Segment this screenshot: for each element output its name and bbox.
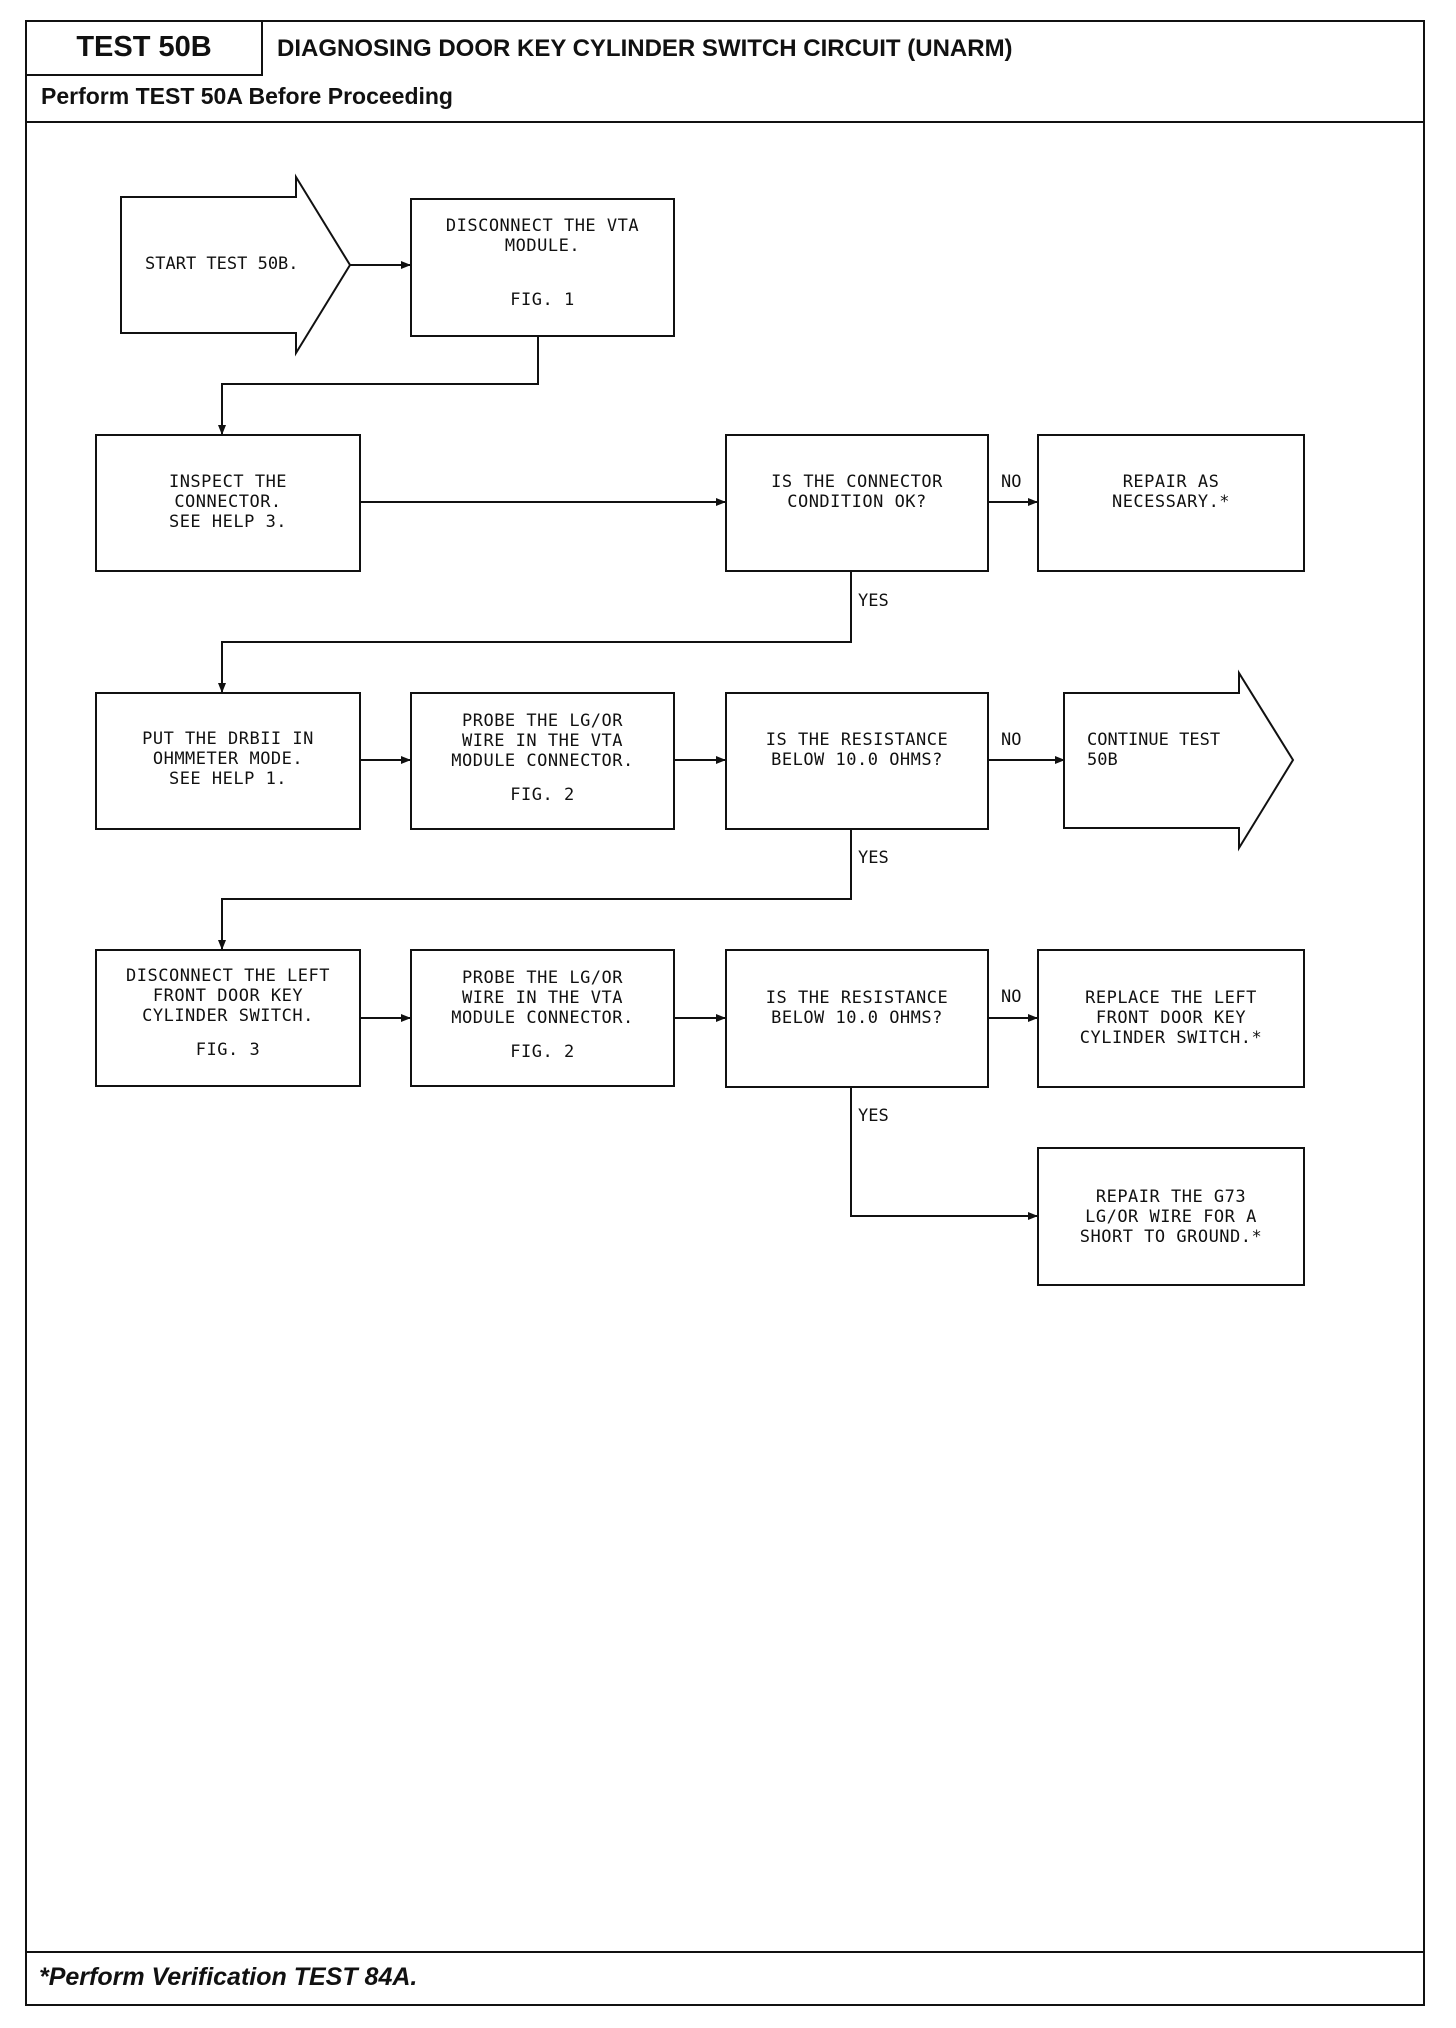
inspect-connector-text: INSPECT THE CONNECTOR. SEE HELP 3. (168, 472, 288, 532)
connector-ok-text: IS THE CONNECTOR CONDITION OK? (771, 472, 943, 512)
diagnostic-sheet: TEST 50B DIAGNOSING DOOR KEY CYLINDER SW… (25, 20, 1425, 2006)
footer-note: *Perform Verification TEST 84A. (39, 1963, 418, 1991)
disconnect-vta-box: DISCONNECT THE VTA MODULE. FIG. 1 (410, 198, 675, 337)
probe-wire-text-2: PROBE THE LG/OR WIRE IN THE VTA MODULE C… (451, 968, 634, 1028)
start-arrow-shape (120, 173, 352, 357)
header: TEST 50B DIAGNOSING DOOR KEY CYLINDER SW… (27, 22, 1423, 123)
disconnect-left-switch-box: DISCONNECT THE LEFT FRONT DOOR KEY CYLIN… (95, 949, 361, 1087)
probe-wire-box-2: PROBE THE LG/OR WIRE IN THE VTA MODULE C… (410, 949, 675, 1087)
continue-arrow-shape (1063, 669, 1295, 852)
disconnect-vta-text: DISCONNECT THE VTA MODULE. (445, 216, 640, 256)
probe-wire-text-1: PROBE THE LG/OR WIRE IN THE VTA MODULE C… (451, 711, 634, 771)
probe-wire-box-1: PROBE THE LG/OR WIRE IN THE VTA MODULE C… (410, 692, 675, 830)
inspect-connector-box: INSPECT THE CONNECTOR. SEE HELP 3. (95, 434, 361, 572)
resistance-question-text-1: IS THE RESISTANCE BELOW 10.0 OHMS? (765, 730, 949, 770)
resistance-question-box-1: IS THE RESISTANCE BELOW 10.0 OHMS? (725, 692, 989, 830)
repair-g73-box: REPAIR THE G73 LG/OR WIRE FOR A SHORT TO… (1037, 1147, 1305, 1286)
resistance-question-box-2: IS THE RESISTANCE BELOW 10.0 OHMS? (725, 949, 989, 1088)
disconnect-left-switch-fig: FIG. 3 (195, 1040, 261, 1060)
test-id-box: TEST 50B (27, 22, 263, 76)
probe-wire-fig-1: FIG. 2 (510, 785, 575, 805)
disconnect-vta-fig: FIG. 1 (510, 290, 575, 310)
page-title: DIAGNOSING DOOR KEY CYLINDER SWITCH CIRC… (277, 35, 1013, 62)
yes-label-2: YES (858, 848, 889, 868)
yes-label-3: YES (858, 1106, 889, 1126)
yes-label-1: YES (858, 591, 889, 611)
disconnect-left-switch-text: DISCONNECT THE LEFT FRONT DOOR KEY CYLIN… (126, 966, 330, 1026)
no-label-1: NO (1001, 472, 1022, 492)
start-test-label: START TEST 50B. (145, 254, 299, 274)
no-label-3: NO (1001, 987, 1022, 1007)
put-drbii-text: PUT THE DRBII IN OHMMETER MODE. SEE HELP… (142, 729, 314, 789)
footer: *Perform Verification TEST 84A. (27, 1951, 1423, 2004)
repair-necessary-box: REPAIR AS NECESSARY.* (1037, 434, 1305, 572)
no-label-2: NO (1001, 730, 1022, 750)
repair-g73-text: REPAIR THE G73 LG/OR WIRE FOR A SHORT TO… (1079, 1187, 1263, 1247)
put-drbii-box: PUT THE DRBII IN OHMMETER MODE. SEE HELP… (95, 692, 361, 830)
connector-disconnect-to-inspect (218, 337, 539, 435)
connector-ok-question-box: IS THE CONNECTOR CONDITION OK? (725, 434, 989, 572)
page-subtitle: Perform TEST 50A Before Proceeding (41, 83, 453, 109)
continue-test-label: CONTINUE TEST 50B (1087, 730, 1221, 770)
resistance-question-text-2: IS THE RESISTANCE BELOW 10.0 OHMS? (765, 988, 949, 1028)
connector-resistance-yes (218, 830, 852, 950)
replace-switch-text: REPLACE THE LEFT FRONT DOOR KEY CYLINDER… (1079, 988, 1263, 1048)
connector-resistance2-yes (850, 1088, 1038, 1220)
probe-wire-fig-2: FIG. 2 (510, 1042, 575, 1062)
connector-question-yes (218, 572, 852, 693)
repair-necessary-text: REPAIR AS NECESSARY.* (1111, 472, 1231, 512)
replace-switch-box: REPLACE THE LEFT FRONT DOOR KEY CYLINDER… (1037, 949, 1305, 1088)
